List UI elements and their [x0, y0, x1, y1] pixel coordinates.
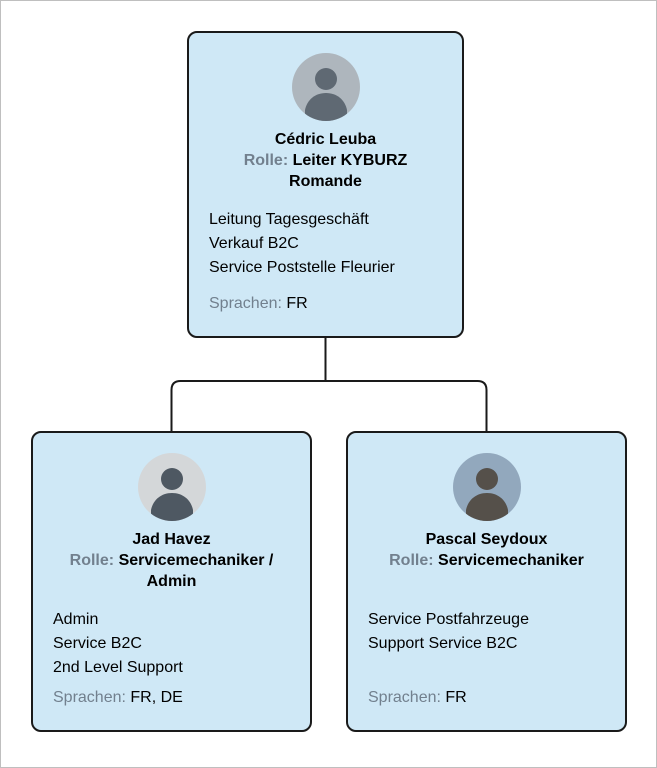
responsibility-line: Service Postfahrzeuge: [368, 611, 529, 629]
role-value: Servicemechaniker: [438, 552, 584, 570]
responsibility-line: 2nd Level Support: [53, 659, 183, 677]
role-label: Rolle:: [69, 552, 115, 570]
role-value: Servicemechaniker / Admin: [118, 552, 274, 591]
connector-branch: [170, 380, 488, 431]
person-name: Pascal Seydoux: [425, 531, 548, 548]
card-header: Pascal Seydoux Rolle: Servicemechaniker: [389, 529, 584, 592]
languages-label: Sprachen:: [53, 689, 126, 706]
avatar: [452, 453, 521, 521]
responsibility-line: Service Poststelle Fleurier: [209, 259, 395, 277]
languages-line: Sprachen: FR, DE: [53, 686, 290, 710]
org-card-cedric-leuba: Cédric Leuba Rolle: Leiter KYBURZ Romand…: [187, 31, 464, 338]
languages-line: Sprachen: FR: [209, 292, 442, 316]
languages-label: Sprachen:: [368, 689, 441, 706]
languages-line: Sprachen: FR: [368, 686, 605, 710]
person-role: Rolle: Leiter KYBURZ Romande: [215, 150, 437, 192]
responsibility-line: Leitung Tagesgeschäft: [209, 211, 369, 229]
person-avatar-icon: [291, 53, 360, 121]
person-avatar-icon: [137, 453, 206, 521]
languages-value: FR: [286, 295, 308, 312]
person-role: Rolle: Servicemechaniker / Admin: [61, 550, 283, 592]
person-avatar-icon: [452, 453, 521, 521]
responsibility-line: Verkauf B2C: [209, 235, 299, 253]
person-name: Cédric Leuba: [274, 131, 377, 148]
person-name: Jad Havez: [132, 531, 211, 548]
role-value: Leiter KYBURZ Romande: [289, 152, 408, 191]
role-label: Rolle:: [389, 552, 434, 570]
org-card-pascal-seydoux: Pascal Seydoux Rolle: Servicemechaniker …: [346, 431, 627, 732]
responsibility-line: Admin: [53, 611, 99, 629]
languages-value: FR: [445, 689, 467, 706]
languages-label: Sprachen:: [209, 295, 282, 312]
org-card-jad-havez: Jad Havez Rolle: Servicemechaniker / Adm…: [31, 431, 312, 732]
person-role: Rolle: Servicemechaniker: [389, 550, 584, 592]
avatar: [137, 453, 206, 521]
avatar: [291, 53, 360, 121]
responsibility-line: Service B2C: [53, 635, 142, 653]
languages-value: FR, DE: [130, 689, 183, 706]
card-header: Cédric Leuba Rolle: Leiter KYBURZ Romand…: [215, 129, 437, 192]
card-header: Jad Havez Rolle: Servicemechaniker / Adm…: [61, 529, 283, 592]
responsibility-line: Support Service B2C: [368, 635, 518, 653]
role-label: Rolle:: [243, 152, 289, 170]
